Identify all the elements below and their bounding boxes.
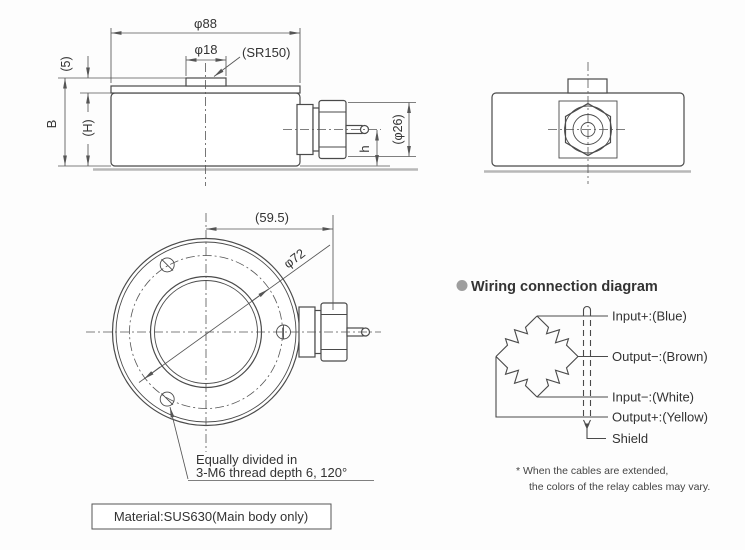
callout-sr150: (SR150) [213,45,290,77]
dim-phi18-label: φ18 [195,42,218,57]
dim-H-label: (H) [81,119,95,136]
thread-note: Equally divided in 3-M6 thread depth 6, … [169,406,374,481]
dim-boss-height-label: (5) [59,56,73,71]
cable-gland-front [283,99,381,160]
cable-gland-bottom [298,302,371,362]
dim-phi18: φ18 [185,42,227,76]
m6-holes [159,257,291,407]
wiring-diagram: Wiring connection diagram Input+:(Blu [456,279,710,493]
cable-sheath [582,305,606,440]
wire-labels: Input+:(Blue) Output−:(Brown) Input−:(Wh… [612,309,708,447]
wire-label-output-minus: Output−:(Brown) [612,349,708,364]
material-box: Material:SUS630(Main body only) [91,503,332,530]
wire-label-shield: Shield [612,431,648,446]
dim-h-label: h [357,145,372,152]
wire-label-input-minus: Input−:(White) [612,390,694,405]
material-label: Material:SUS630(Main body only) [114,509,308,524]
wheatstone-bridge [495,315,579,398]
front-view: φ88 φ18 (SR150) (5) B [44,16,418,186]
dim-cable-height-h: h [300,130,390,167]
side-view [484,62,691,184]
dim-height-H: (H) [81,93,95,166]
dim-59-5-label: (59.5) [255,210,289,225]
sheath-arrow-icon [584,423,590,430]
dim-59-5: (59.5) [206,210,334,310]
callout-sr150-label: (SR150) [242,45,290,60]
dim-height-B: B [44,78,111,167]
shield-wire [586,428,606,440]
dim-phi88: φ88 [110,16,301,83]
wiring-footnote: * When the cables are extended, the colo… [516,465,710,493]
dim-phi88-label: φ88 [194,16,217,31]
dim-phi26-label: (φ26) [391,114,405,144]
dim-B-label: B [44,120,59,129]
bullet-icon [456,280,468,291]
footnote-line1: * When the cables are extended, [516,465,668,477]
wire-label-input-plus: Input+:(Blue) [612,309,687,324]
dim-phi72-label: φ72 [281,246,308,272]
wiring-title: Wiring connection diagram [471,279,658,295]
thread-note-line1: Equally divided in [196,452,297,467]
loading-boss [185,77,227,87]
footnote-line2: the colors of the relay cables may vary. [529,481,710,493]
dim-boss-height: (5) [58,56,186,94]
wire-label-output-plus: Output+:(Yellow) [612,410,708,425]
bottom-view: (59.5) φ72 Equally divided in 3-M6 threa… [86,210,381,481]
material-box-border [91,503,332,530]
dim-phi26: (φ26) [348,102,416,157]
thread-note-line2: 3-M6 thread depth 6, 120° [196,465,347,480]
bridge-wires [495,315,608,418]
loading-boss [567,78,608,94]
